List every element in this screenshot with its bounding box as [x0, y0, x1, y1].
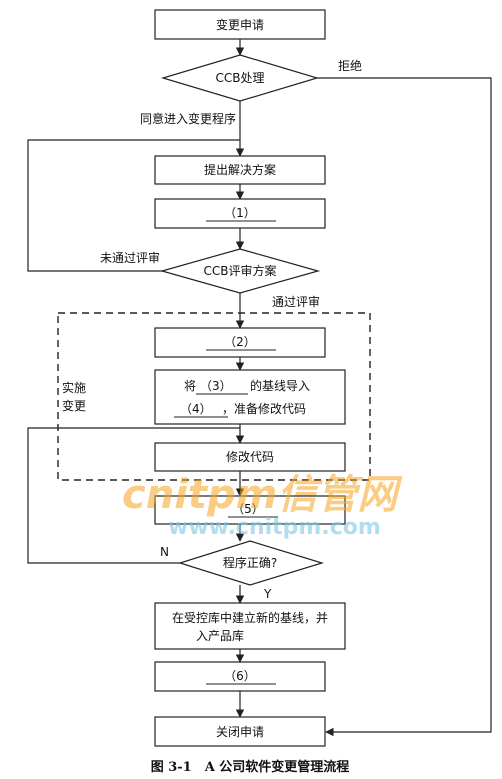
edge-label-reject: 拒绝	[338, 58, 362, 73]
edge-reject-route	[317, 77, 492, 737]
edge-label-no: N	[160, 545, 169, 559]
watermark-url: www.cnitpm.com	[168, 515, 381, 540]
node-close-request-label: 关闭申请	[216, 725, 264, 739]
node-import-baseline	[154, 369, 346, 425]
node-ccb-review	[159, 248, 321, 294]
node-program-correct-label: 程序正确?	[223, 555, 277, 570]
node-import-line2-a: （4）	[180, 402, 212, 416]
node-propose-solution	[154, 155, 326, 185]
node-change-request	[154, 9, 326, 40]
node-program-correct	[177, 540, 325, 586]
node-propose-solution-label: 提出解决方案	[204, 162, 276, 177]
node-blank-6-label: （6）	[224, 669, 256, 683]
node-new-baseline-line2: 入产品库	[196, 628, 244, 643]
node-change-request-label: 变更申请	[216, 17, 264, 32]
node-blank-1-label: （1）	[224, 206, 256, 220]
node-blank-5-label: （5）	[232, 502, 264, 516]
node-blank-5	[154, 495, 346, 525]
node-import-line1-c: 的基线导入	[250, 378, 310, 393]
node-ccb-process	[160, 54, 320, 102]
implementation-group-label-line2: 变更	[62, 398, 86, 413]
node-close-request	[154, 716, 326, 747]
node-import-line1-b: （3）	[200, 379, 232, 393]
edge-label-agree: 同意进入变更程序	[140, 111, 236, 126]
node-import-line1-a: 将	[184, 379, 196, 393]
edge-not-passed-loop	[27, 139, 240, 272]
node-blank-2	[154, 327, 326, 358]
edge-label-passed: 通过评审	[272, 294, 320, 309]
edge-label-yes: Y	[263, 587, 272, 601]
node-ccb-review-label: CCB评审方案	[204, 263, 277, 278]
node-blank-1	[154, 198, 326, 229]
node-ccb-process-label: CCB处理	[216, 71, 265, 85]
node-blank-2-label: （2）	[224, 335, 256, 349]
node-blank-6	[154, 661, 326, 692]
node-new-baseline	[154, 602, 346, 650]
edge-no-loop	[27, 427, 240, 564]
node-modify-code-label: 修改代码	[226, 449, 274, 464]
watermark-logo: cnitpm信管网	[122, 472, 403, 518]
node-modify-code	[154, 442, 346, 472]
implementation-group-border	[57, 312, 371, 481]
implementation-group-label-line1: 实施	[62, 380, 86, 395]
edge-label-not-passed: 未通过评审	[100, 250, 160, 265]
figure-caption: 图 3-1 A 公司软件变更管理流程	[151, 759, 350, 775]
node-import-line2-b: ，准备修改代码	[222, 401, 306, 416]
node-new-baseline-line1: 在受控库中建立新的基线，并	[172, 610, 328, 625]
